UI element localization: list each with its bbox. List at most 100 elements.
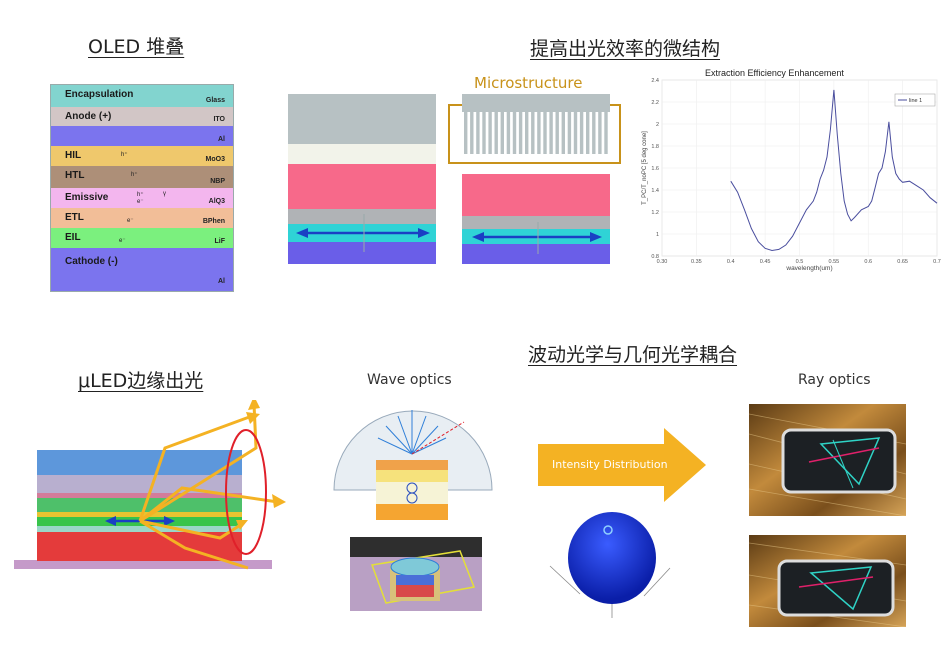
ray-optics-caption: Ray optics	[798, 372, 871, 388]
microstructure-pillar	[604, 112, 608, 154]
microstructure-pillar	[470, 112, 474, 154]
carrier-label: e⁻	[119, 238, 126, 244]
oled-layer-name: EIL	[65, 232, 81, 243]
oled-layer-material: MoO3	[205, 156, 225, 163]
y-tick-label: 1	[656, 232, 659, 238]
legend-label: line 1	[909, 98, 922, 104]
x-tick-label: 0.5	[796, 259, 804, 265]
oled-layer-material: Al	[218, 136, 225, 143]
y-tick-label: 2.2	[651, 100, 659, 106]
y-tick-label: 1.4	[651, 188, 659, 194]
intensity-distribution-sphere	[549, 512, 671, 618]
oled-layer: Al	[51, 126, 233, 146]
oled-layer-material: BPhen	[202, 218, 225, 225]
ray-optics-render-top	[749, 404, 906, 516]
legend-box	[894, 93, 936, 107]
microstructure-pillar	[488, 112, 492, 154]
microstructure-pillar	[555, 112, 559, 154]
microstructure-pillar	[586, 112, 590, 154]
microstructure-pillar	[537, 112, 541, 154]
oled-layer-material: NBP	[210, 178, 225, 185]
oled-layer-material: Al	[218, 278, 225, 285]
oled-layer-material: Glass	[205, 97, 225, 104]
microstructure-pillar	[592, 112, 596, 154]
y-axis-label: T_PC/T_noPC [5 deg cone]	[642, 131, 648, 205]
oled-layer-name: HTL	[65, 170, 85, 181]
y-tick-label: 0.8	[651, 254, 659, 260]
microstructured-oled-cross-section	[462, 94, 610, 264]
efficiency-line-chart: 0.8 1 1.2 1.4 1.6 1.8 2 2.2 2.4 0.30 0.35 0.4 0.45 0.…	[642, 78, 941, 272]
microstructure-pillar	[531, 112, 535, 154]
x-tick-label: 0.65	[897, 259, 908, 265]
microstructure-pillar	[482, 112, 486, 154]
carrier-label: h⁺	[121, 152, 128, 158]
oled-layer-name: Cathode (-)	[65, 256, 118, 267]
microstructure-pillar	[549, 112, 553, 154]
oled-layer-material: LiF	[214, 238, 226, 245]
microstructure-title: 提高出光效率的微结构	[530, 38, 721, 60]
wave-optics-caption: Wave optics	[367, 372, 452, 388]
microstructure-pillar	[573, 112, 578, 154]
carrier-label: h⁺	[137, 192, 144, 198]
oled-layer-material: AlQ3	[208, 198, 225, 205]
microstructure-pillar	[512, 112, 517, 154]
microstructure-pillar	[494, 112, 498, 154]
x-tick-label: 0.35	[691, 259, 702, 265]
oled-layer: EIL LiF	[51, 228, 233, 248]
carrier-label: e⁻	[127, 218, 134, 224]
x-tick-label: 0.4	[727, 259, 735, 265]
intensity-distribution-arrow	[538, 428, 706, 502]
ray-optics-render-bottom	[749, 535, 906, 627]
oled-layer-name: Emissive	[65, 192, 109, 203]
x-tick-label: 0.30	[657, 259, 668, 265]
chart-title: Extraction Efficiency Enhancement	[705, 68, 844, 78]
microstructure-pillar	[518, 112, 523, 154]
y-tick-label: 1.8	[651, 144, 659, 150]
uled-edge-emission-diagram	[14, 400, 286, 570]
microstructure-pillar	[543, 112, 547, 154]
oled-layer-name: ETL	[65, 212, 84, 223]
planar-oled-cross-section	[288, 94, 436, 264]
wave-optics-3d-model	[350, 537, 482, 611]
intensity-distribution-label: Intensity Distribution	[552, 458, 668, 471]
uled-edge-title: μLED边缘出光	[78, 370, 204, 392]
coupling-title: 波动光学与几何光学耦合	[528, 344, 738, 366]
carrier-label: e⁻	[137, 199, 144, 205]
oled-layer-name: Encapsulation	[65, 89, 134, 100]
y-tick-label: 2.4	[651, 78, 659, 84]
y-tick-label: 1.6	[651, 166, 659, 172]
series-line-1	[730, 89, 938, 252]
x-tick-label: 0.6	[864, 259, 872, 265]
x-tick-label: 0.7	[933, 259, 941, 265]
oled-layer: HIL MoO3	[51, 146, 233, 166]
carrier-label: γ	[163, 191, 166, 197]
microstructure-pillar	[579, 112, 584, 154]
oled-layer: ETL BPhen	[51, 208, 233, 228]
oled-layer: HTL NBP	[51, 166, 233, 188]
oled-layer: Cathode (-) Al	[51, 248, 233, 291]
y-tick-label: 1.2	[651, 210, 659, 216]
wave-optics-dome-diagram	[333, 410, 493, 520]
x-tick-label: 0.45	[760, 259, 771, 265]
microstructure-pillar	[561, 112, 565, 154]
oled-stack-title: OLED 堆叠	[88, 36, 185, 58]
microstructure-pillar	[476, 112, 480, 154]
microstructure-pillar	[525, 112, 529, 154]
oled-layer-material: ITO	[213, 116, 225, 123]
microstructure-pillar	[567, 112, 572, 154]
microstructure-pillar	[500, 112, 504, 154]
oled-layer: Anode (+) ITO	[51, 107, 233, 126]
microstructure-label: Microstructure	[474, 74, 583, 92]
x-axis-label: wavelength(um)	[785, 265, 832, 272]
microstructure-pillar	[506, 112, 511, 154]
microstructure-pillar	[464, 112, 468, 154]
oled-layer-name: Anode (+)	[65, 111, 112, 122]
carrier-label: h⁺	[131, 172, 138, 178]
oled-layer-name: HIL	[65, 150, 82, 161]
x-tick-label: 0.55	[829, 259, 840, 265]
y-tick-label: 2	[656, 122, 659, 128]
microstructure-pillar	[598, 112, 602, 154]
